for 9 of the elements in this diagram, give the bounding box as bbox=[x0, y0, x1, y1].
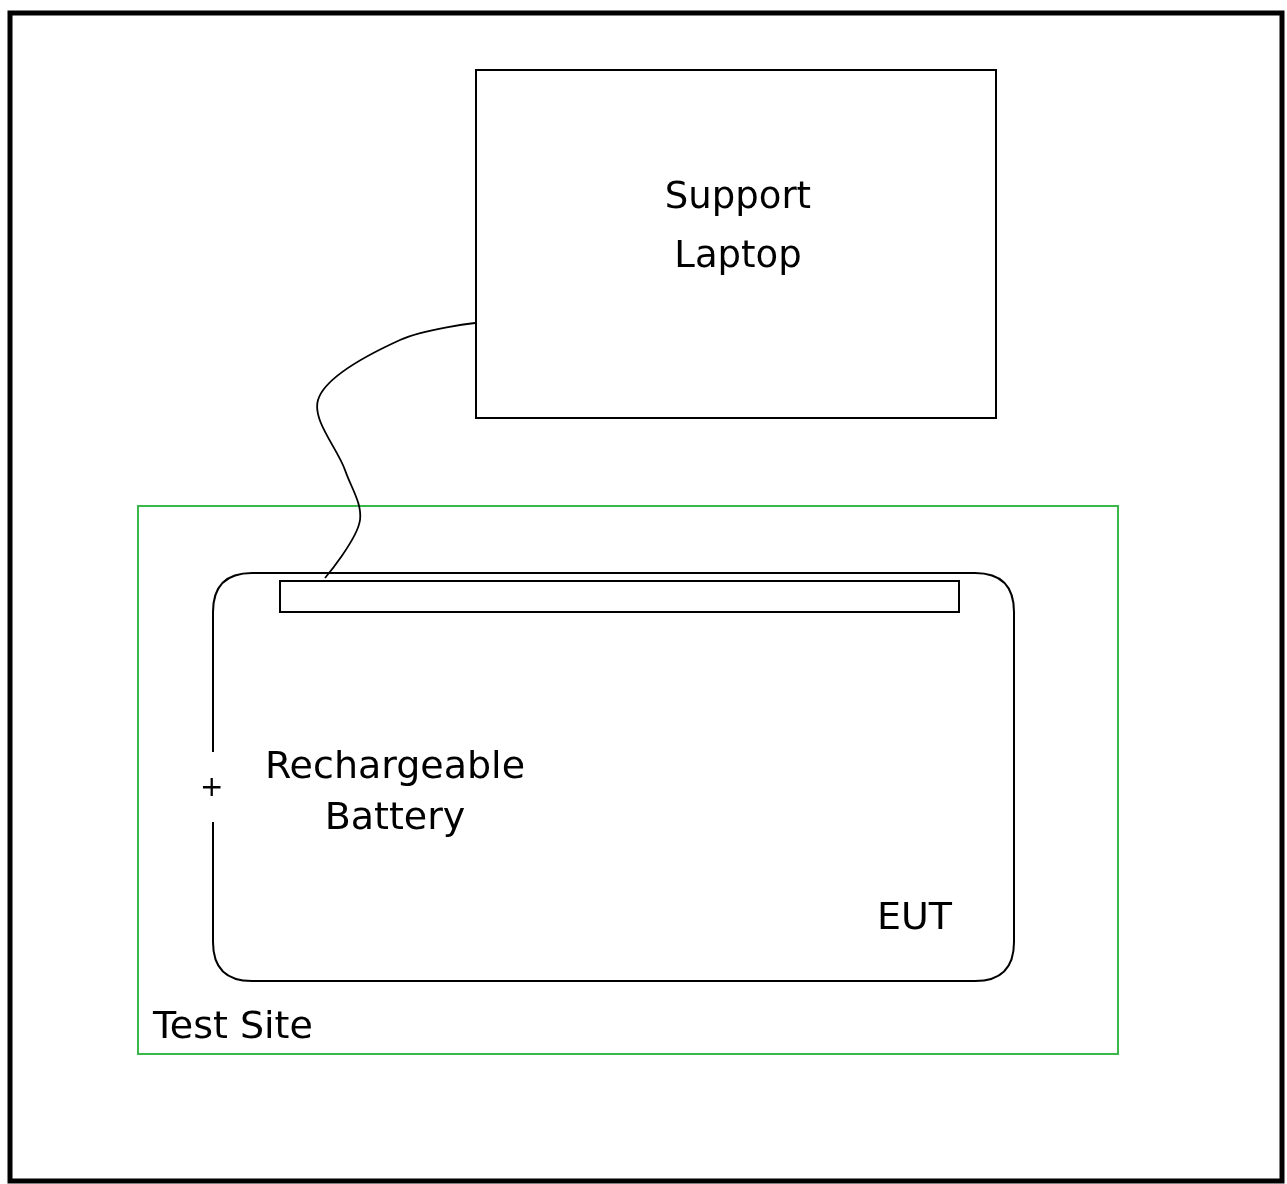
battery-label: Rechargeable Battery bbox=[263, 742, 527, 841]
laptop-box bbox=[475, 69, 997, 419]
cable bbox=[316, 322, 476, 579]
node-label: Support Laptop bbox=[663, 173, 813, 279]
connector-bar bbox=[279, 580, 960, 613]
node-label: Test Site bbox=[153, 1003, 313, 1049]
polarity-mark: + bbox=[200, 769, 224, 805]
node-label: EUT bbox=[877, 894, 953, 940]
test-site-area bbox=[137, 505, 1119, 1055]
